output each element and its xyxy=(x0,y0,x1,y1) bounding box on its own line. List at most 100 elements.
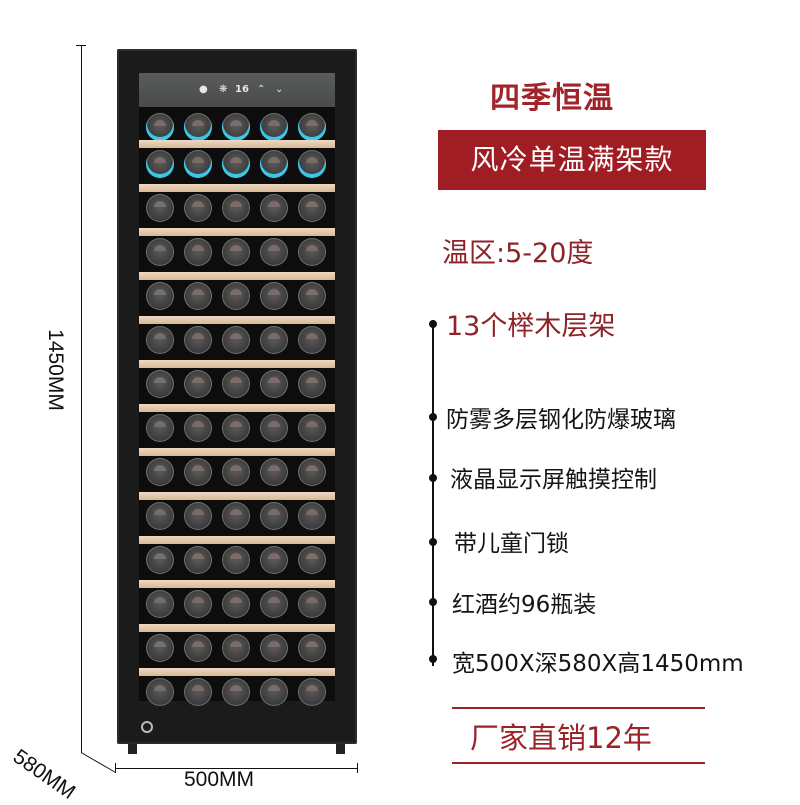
wooden-shelf xyxy=(139,316,335,324)
footer-divider-bottom xyxy=(452,762,705,764)
wooden-shelf xyxy=(139,668,335,676)
feature-size: 宽500X深580X高1450mm xyxy=(452,651,744,677)
wine-bottle xyxy=(298,458,326,486)
wine-bottle xyxy=(298,546,326,574)
depth-label: 580MM xyxy=(8,745,80,805)
wine-bottle xyxy=(146,678,174,706)
wine-bottle xyxy=(260,238,288,266)
fridge-foot-right xyxy=(336,744,345,754)
feature-shelves: 13个榉木层架 xyxy=(446,311,616,342)
wine-bottle xyxy=(146,634,174,662)
wine-bottle xyxy=(298,326,326,354)
wine-bottle xyxy=(222,546,250,574)
wine-bottle xyxy=(184,458,212,486)
width-dimension-tick-left xyxy=(115,763,116,773)
wine-bottle xyxy=(222,370,250,398)
wine-bottle xyxy=(260,150,288,178)
light-icon: ● xyxy=(199,84,208,95)
wine-bottle xyxy=(260,546,288,574)
wine-bottle xyxy=(184,150,212,178)
wine-bottle xyxy=(222,326,250,354)
wooden-shelf xyxy=(139,184,335,192)
wine-bottle xyxy=(222,113,250,141)
wine-bottle xyxy=(260,370,288,398)
wine-bottle xyxy=(184,678,212,706)
wine-bottle xyxy=(298,502,326,530)
wine-bottle xyxy=(184,194,212,222)
feature-lcd: 液晶显示屏触摸控制 xyxy=(450,467,657,493)
bullet-icon xyxy=(429,320,437,328)
feature-child-lock: 带儿童门锁 xyxy=(454,531,569,557)
feature-glass: 防雾多层钢化防爆玻璃 xyxy=(446,407,676,433)
model-badge: 风冷单温满架款 xyxy=(438,130,706,190)
feature-capacity: 红酒约96瓶装 xyxy=(452,592,597,618)
wine-bottle xyxy=(260,678,288,706)
footer-tagline: 厂家直销12年 xyxy=(470,721,652,755)
wooden-shelf xyxy=(139,448,335,456)
wine-bottle xyxy=(260,113,288,141)
feature-timeline xyxy=(432,320,434,666)
wine-bottle xyxy=(260,502,288,530)
wine-bottle xyxy=(184,326,212,354)
wine-bottle xyxy=(184,414,212,442)
wine-bottle xyxy=(260,194,288,222)
wine-bottle xyxy=(222,282,250,310)
wooden-shelf xyxy=(139,580,335,588)
wooden-shelf xyxy=(139,140,335,148)
wine-bottle xyxy=(146,282,174,310)
wine-bottle xyxy=(298,238,326,266)
wine-bottle xyxy=(222,238,250,266)
wooden-shelf xyxy=(139,624,335,632)
wine-bottle xyxy=(222,194,250,222)
footer-divider-top xyxy=(452,707,705,709)
wine-bottle xyxy=(146,150,174,178)
wine-bottle xyxy=(184,113,212,141)
width-dimension-tick-right xyxy=(357,763,358,773)
wine-bottle xyxy=(146,458,174,486)
wooden-shelf xyxy=(139,492,335,500)
wooden-shelf xyxy=(139,272,335,280)
wine-bottle xyxy=(146,113,174,141)
wine-bottle xyxy=(184,546,212,574)
wine-bottle xyxy=(146,326,174,354)
wine-bottle xyxy=(298,590,326,618)
wine-bottle xyxy=(260,634,288,662)
door-lock-icon xyxy=(141,721,153,733)
wine-bottle xyxy=(184,238,212,266)
wine-bottle xyxy=(146,590,174,618)
wine-bottle xyxy=(260,282,288,310)
wine-bottle xyxy=(260,326,288,354)
wine-bottle xyxy=(184,590,212,618)
width-dimension-line xyxy=(115,768,358,769)
wine-bottle xyxy=(222,678,250,706)
wooden-shelf xyxy=(139,536,335,544)
height-dimension-tick xyxy=(76,45,86,46)
wine-bottle xyxy=(298,678,326,706)
wine-bottle xyxy=(222,458,250,486)
depth-dimension-line xyxy=(80,752,116,773)
down-arrow-icon: ⌄ xyxy=(275,84,284,95)
wine-bottle xyxy=(298,194,326,222)
temperature-range: 温区:5-20度 xyxy=(442,238,594,269)
wine-bottle xyxy=(298,150,326,178)
wine-bottle xyxy=(146,194,174,222)
wine-bottle xyxy=(184,502,212,530)
wine-bottle xyxy=(298,113,326,141)
wine-fridge: ● ❋ 16 ⌃ ⌄ xyxy=(117,49,357,744)
wine-bottle xyxy=(222,634,250,662)
wine-bottle xyxy=(222,150,250,178)
wine-bottle xyxy=(298,282,326,310)
width-label: 500MM xyxy=(184,768,255,791)
wooden-shelf xyxy=(139,228,335,236)
wooden-shelf xyxy=(139,404,335,412)
bullet-icon xyxy=(429,538,437,546)
bullet-icon xyxy=(429,655,437,663)
bullet-icon xyxy=(429,474,437,482)
product-title: 四季恒温 xyxy=(490,81,614,116)
wine-bottle xyxy=(146,502,174,530)
wine-bottle xyxy=(184,634,212,662)
bullet-icon xyxy=(429,413,437,421)
wine-bottle xyxy=(146,546,174,574)
wine-bottle xyxy=(298,370,326,398)
wine-bottle xyxy=(184,282,212,310)
